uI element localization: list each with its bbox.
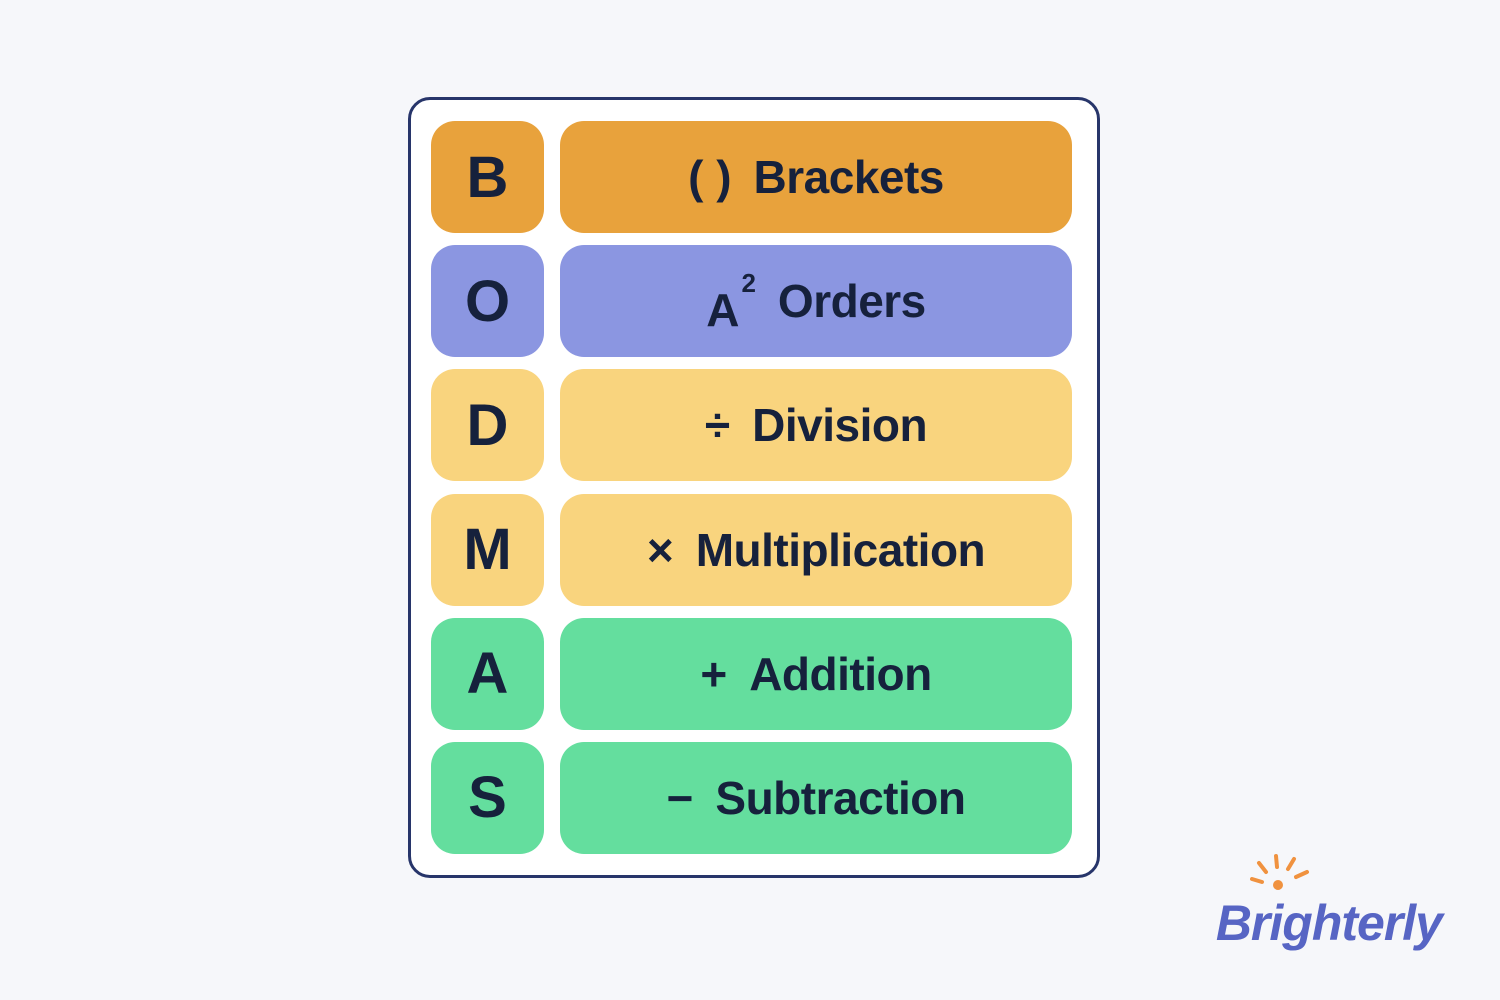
letter-s: S (468, 765, 507, 831)
letter-tile-a: A (431, 617, 544, 730)
label-pill-subtraction: − Subtraction (560, 741, 1072, 854)
letter-tile-d: D (431, 369, 544, 482)
orders-symbol: A2 (706, 270, 756, 333)
bodmas-card: B ( ) Brackets O A2 Orders D ÷ Division … (408, 97, 1100, 878)
orders-label: Orders (777, 275, 926, 328)
letter-a: A (466, 641, 509, 707)
letter-d: D (466, 392, 509, 458)
row-multiplication: M × Multiplication (431, 493, 1072, 606)
subtraction-symbol: − (666, 771, 694, 824)
letter-tile-b: B (431, 121, 544, 233)
letter-m: M (463, 517, 512, 583)
division-symbol: ÷ (704, 399, 731, 452)
letter-tile-o: O (431, 245, 544, 358)
row-subtraction: S − Subtraction (431, 741, 1072, 854)
orders-symbol-exponent: 2 (741, 267, 756, 298)
label-pill-division: ÷ Division (560, 369, 1072, 482)
addition-label: Addition (749, 647, 932, 700)
division-label: Division (752, 399, 928, 452)
letter-tile-s: S (431, 741, 544, 854)
label-pill-brackets: ( ) Brackets (560, 121, 1072, 233)
label-pill-orders: A2 Orders (560, 245, 1072, 358)
subtraction-label: Subtraction (715, 771, 966, 824)
row-addition: A + Addition (431, 617, 1072, 730)
letter-o: O (464, 268, 511, 334)
label-pill-multiplication: × Multiplication (560, 493, 1072, 606)
brighterly-logo-text: Brighterly (1215, 895, 1443, 951)
multiplication-label: Multiplication (695, 523, 986, 576)
row-division: D ÷ Division (431, 369, 1072, 482)
letter-b: B (466, 144, 509, 210)
brackets-symbol: ( ) (688, 151, 732, 203)
orders-symbol-base: A (706, 283, 740, 336)
brighterly-logo: Brighterly (1215, 854, 1443, 951)
addition-symbol: + (700, 647, 728, 700)
label-pill-addition: + Addition (560, 617, 1072, 730)
letter-tile-m: M (431, 493, 544, 606)
brackets-label: Brackets (753, 151, 945, 203)
row-orders: O A2 Orders (431, 245, 1072, 358)
multiplication-symbol: × (646, 523, 674, 576)
row-brackets: B ( ) Brackets (431, 121, 1072, 233)
sun-icon (1249, 854, 1309, 890)
